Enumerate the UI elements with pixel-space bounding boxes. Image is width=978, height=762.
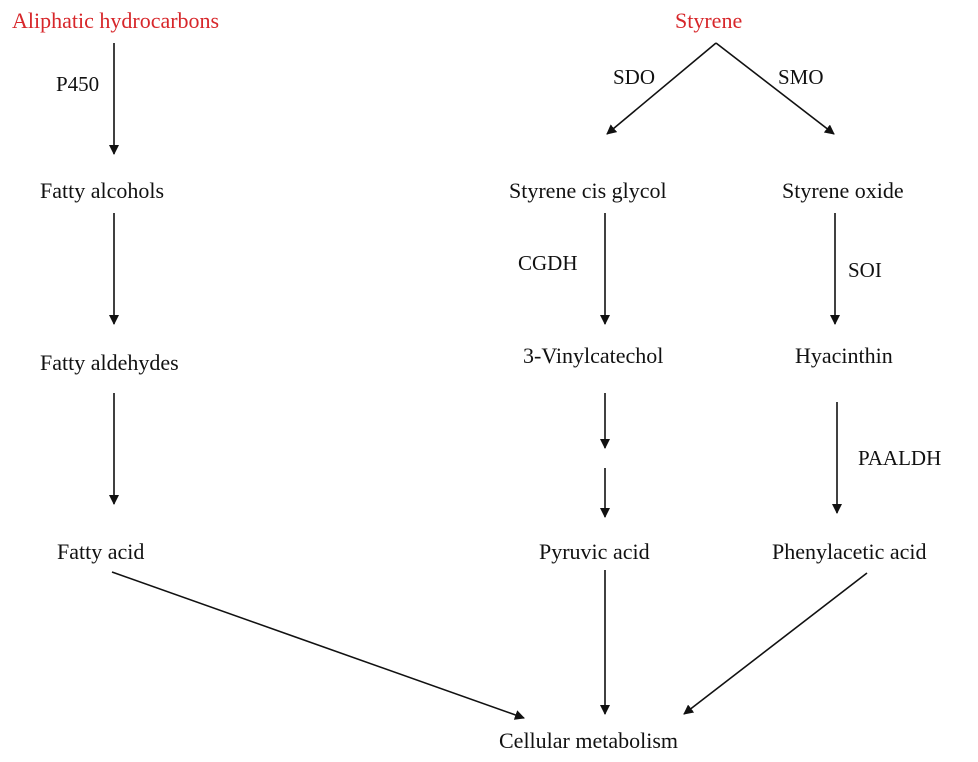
node-fatty-acid: Fatty acid <box>57 539 145 564</box>
arrow-phenylacetic-acid-to-cellular-metabolism <box>683 572 868 715</box>
node-phenylacetic-acid: Phenylacetic acid <box>772 539 927 564</box>
enzyme-soi: SOI <box>848 258 882 282</box>
node-pyruvic-acid: Pyruvic acid <box>539 539 650 564</box>
node-fatty-aldehydes: Fatty aldehydes <box>40 350 179 375</box>
enzyme-paaldh: PAALDH <box>858 446 942 470</box>
node-aliphatic-hydrocarbons: Aliphatic hydrocarbons <box>12 8 220 33</box>
node-styrene-cis-glycol: Styrene cis glycol <box>509 178 667 203</box>
node-cellular-metabolism: Cellular metabolism <box>499 728 679 753</box>
node-3-vinylcatechol: 3-Vinylcatechol <box>523 343 664 368</box>
node-styrene-oxide: Styrene oxide <box>782 178 904 203</box>
arrow-styrene-to-styrene-oxide <box>715 42 835 135</box>
node-fatty-alcohols: Fatty alcohols <box>40 178 165 203</box>
arrow-fatty-acid-to-cellular-metabolism <box>111 571 525 720</box>
enzyme-cgdh: CGDH <box>518 251 578 275</box>
node-hyacinthin: Hyacinthin <box>795 343 893 368</box>
arrow-styrene-to-cis-glycol <box>606 42 717 135</box>
enzyme-p450: P450 <box>56 72 100 96</box>
enzyme-smo: SMO <box>778 65 824 89</box>
enzyme-sdo: SDO <box>613 65 656 89</box>
node-styrene: Styrene <box>675 8 743 33</box>
